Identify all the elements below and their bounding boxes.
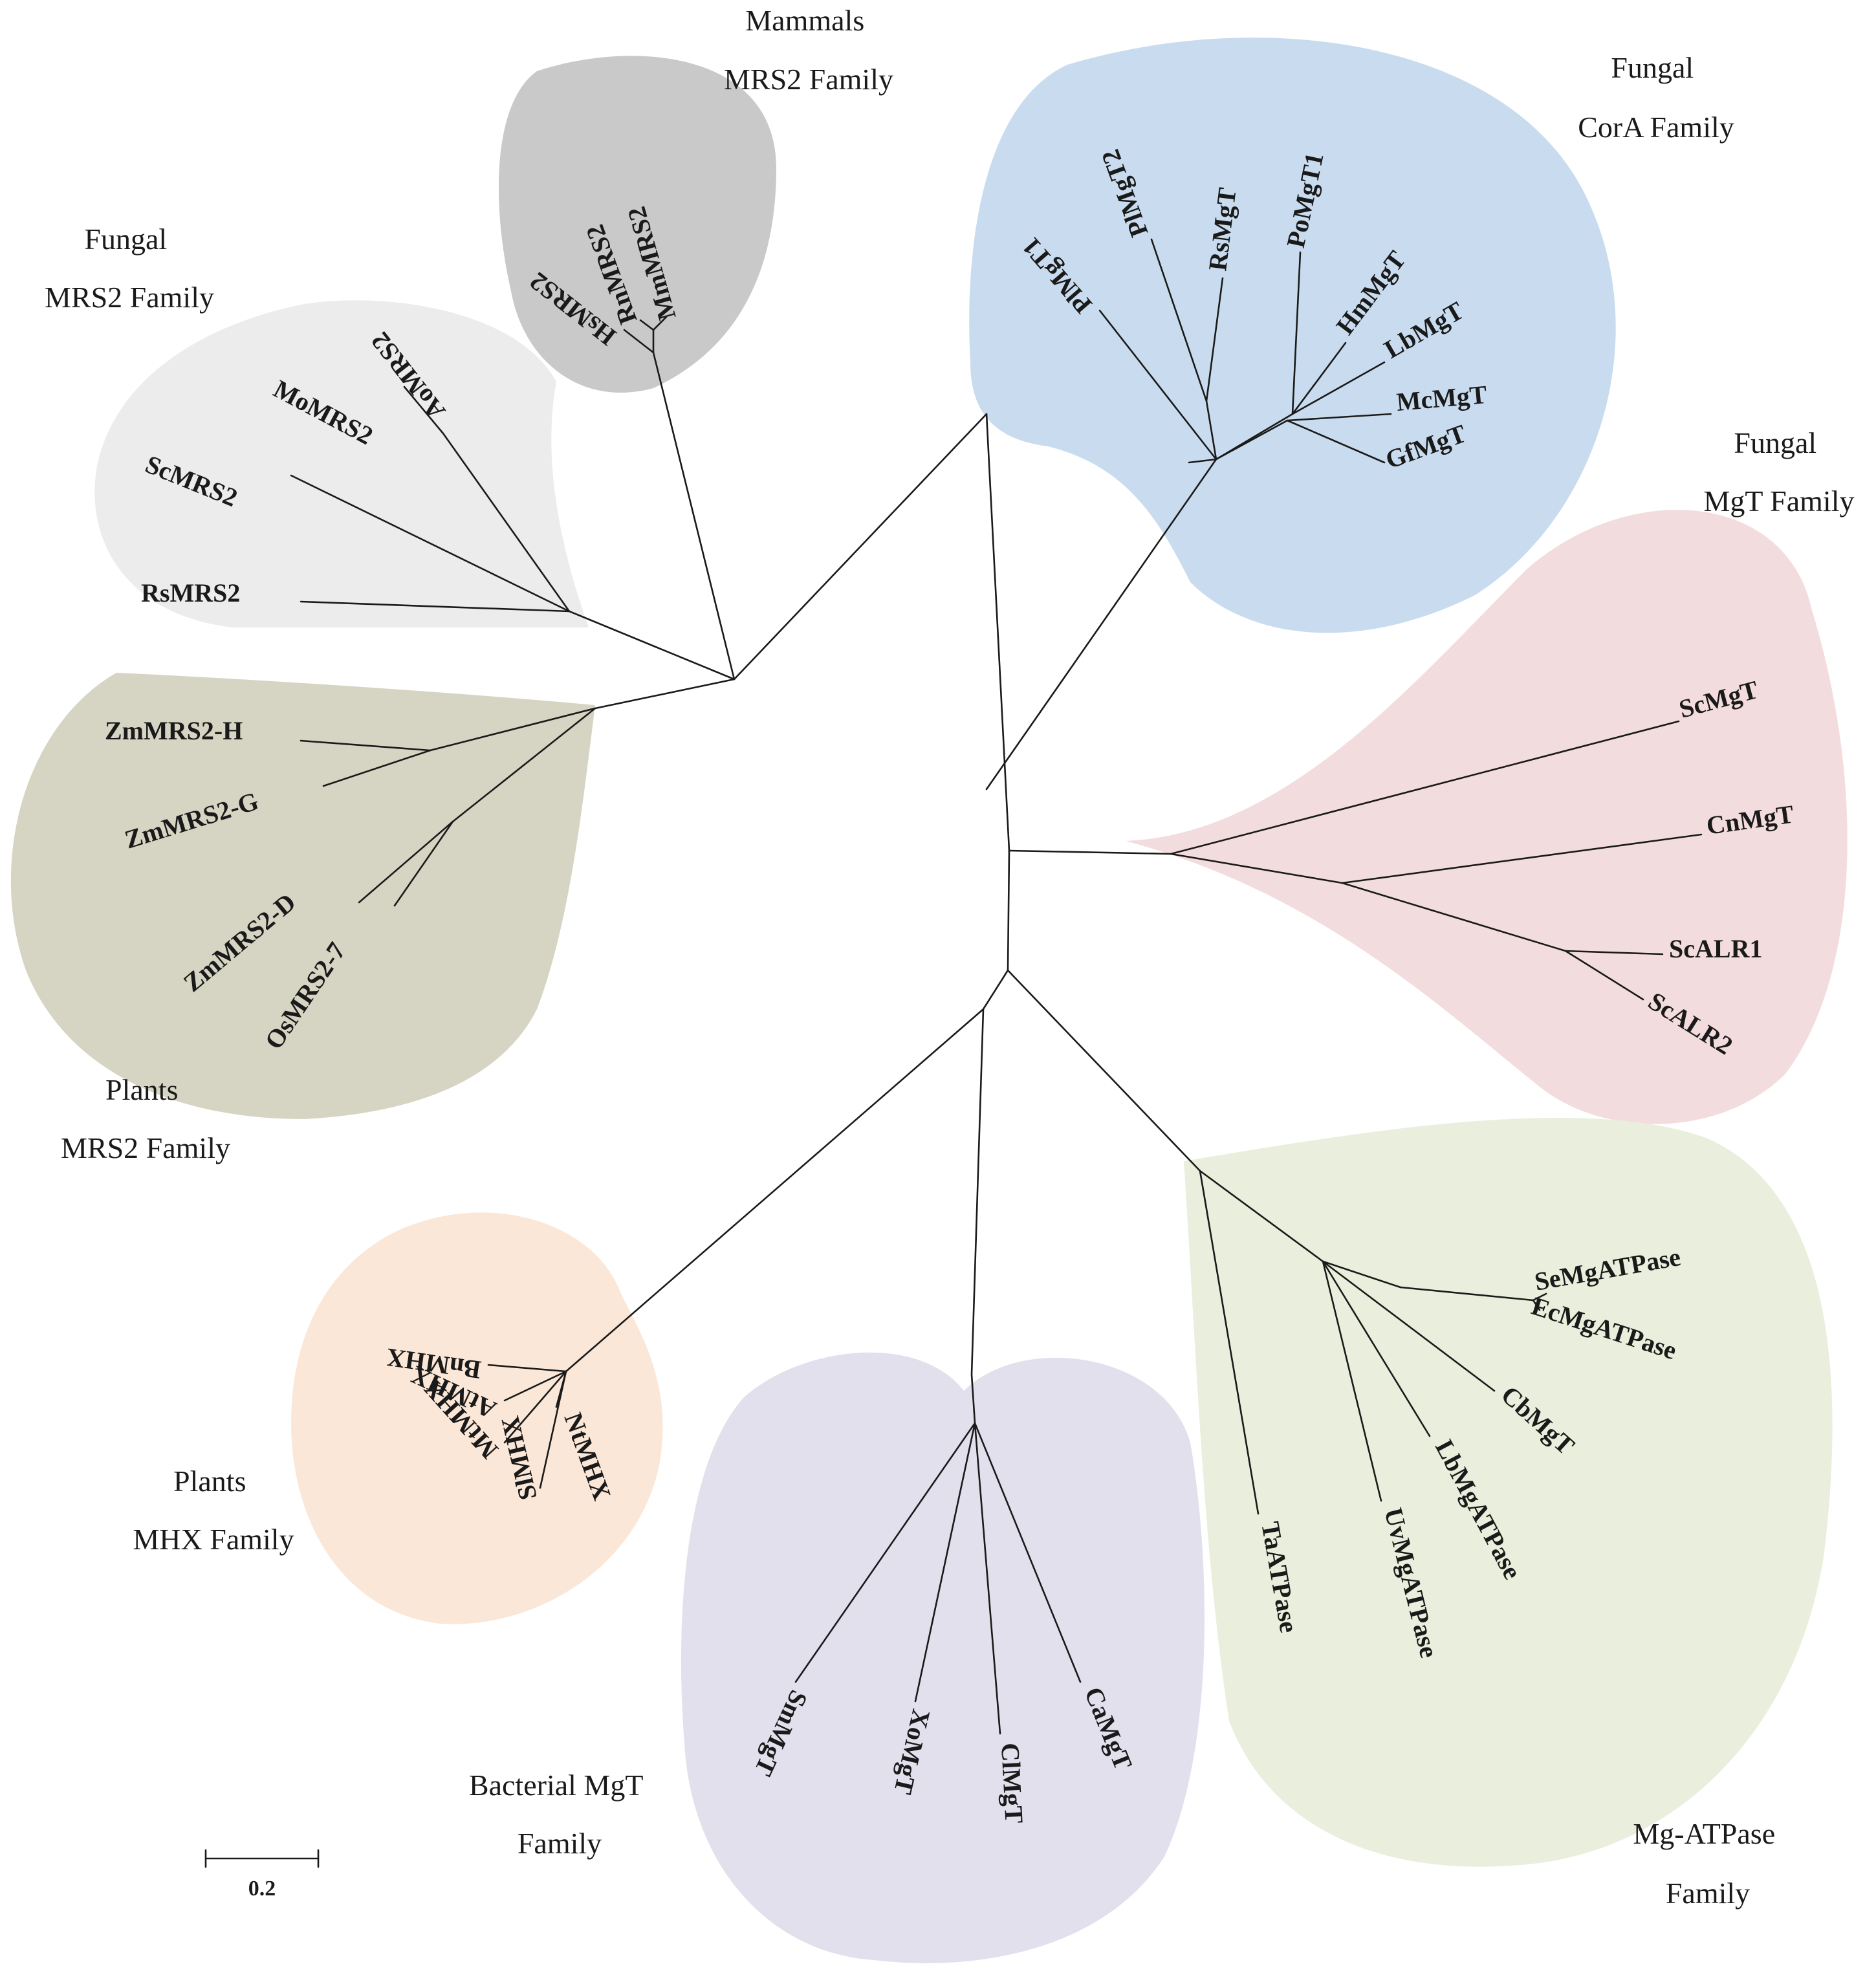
branch <box>970 1373 976 1424</box>
branch <box>1098 309 1217 461</box>
branch <box>982 969 1009 1010</box>
branch <box>539 1370 567 1489</box>
branch <box>970 1008 985 1376</box>
branch <box>1291 361 1386 415</box>
branch <box>322 749 431 787</box>
branch <box>1170 853 1344 884</box>
clade-background-fungal-cora <box>969 38 1616 633</box>
branch <box>1291 251 1302 415</box>
group-label-bacterial-mgt: Bacterial MgT Family <box>469 1769 650 1860</box>
branch <box>1322 1260 1496 1392</box>
branch <box>914 1422 976 1703</box>
clade-background-fungal-mgt <box>1126 510 1848 1124</box>
branch <box>623 329 655 354</box>
branch <box>429 707 596 752</box>
branch <box>1322 1260 1431 1437</box>
branch <box>1341 882 1567 952</box>
branch <box>1170 720 1680 855</box>
branch <box>565 1008 985 1373</box>
clade-background-plants-mhx <box>291 1212 663 1624</box>
branch <box>452 707 596 823</box>
clade-group-labels: Mammals MRS2 Family Fungal CorA Family F… <box>45 4 1855 1910</box>
group-label-fungal-cora: Fungal CorA Family <box>1578 51 1734 144</box>
branch <box>503 1370 567 1402</box>
branch <box>1205 277 1224 402</box>
branch <box>1199 1170 1324 1263</box>
branch <box>358 820 454 904</box>
clade-background-fungal-mrs2 <box>94 300 589 627</box>
group-label-fungal-mgt: Fungal MgT Family <box>1703 426 1854 518</box>
branch <box>1564 950 1664 955</box>
branch <box>1532 1292 1547 1302</box>
branch <box>652 316 668 331</box>
tree-branches <box>290 238 1703 1735</box>
branch <box>1215 419 1289 461</box>
branch <box>594 678 736 710</box>
branch <box>974 1422 1001 1735</box>
branch <box>794 1422 976 1683</box>
clade-background-mammals-mrs2 <box>498 56 776 393</box>
backbone-branch <box>733 413 988 681</box>
branch <box>1322 1260 1402 1289</box>
leaf-label-clmgt: ClMgT <box>996 1742 1029 1824</box>
leaf-label-rsmrs2: RsMRS2 <box>141 578 240 607</box>
branch <box>442 432 571 613</box>
scale-bar-label: 0.2 <box>248 1877 276 1901</box>
clade-background-plants-mrs2 <box>10 673 595 1119</box>
group-label-mammals-mrs2: Mammals MRS2 Family <box>724 4 893 96</box>
branch <box>1322 1260 1382 1502</box>
branch <box>1399 1286 1534 1302</box>
branch <box>503 1370 567 1444</box>
branch <box>1150 238 1208 402</box>
branch <box>1291 342 1347 415</box>
branch <box>1008 849 1172 855</box>
branch <box>639 319 655 331</box>
branch <box>985 458 1217 790</box>
branch <box>1199 1170 1260 1515</box>
branch <box>300 600 571 613</box>
backbone-branch <box>985 413 1010 852</box>
branch <box>974 1422 1082 1683</box>
clade-background-bacterial-mgt <box>681 1352 1205 1963</box>
branch <box>300 739 431 752</box>
backbone-branch <box>1007 849 1010 972</box>
branch <box>403 386 444 435</box>
branch <box>290 474 571 613</box>
group-label-mg-atpase: Mg-ATPase Family <box>1633 1817 1782 1910</box>
group-label-plants-mhx: Plants MHX Family <box>133 1465 294 1556</box>
branch <box>1007 969 1201 1172</box>
leaf-label-scalr1: ScALR1 <box>1669 934 1762 963</box>
scale-bar: 0.2 <box>204 1849 320 1901</box>
branch <box>1532 1299 1541 1311</box>
clade-backgrounds <box>10 38 1848 1963</box>
branch <box>555 1370 567 1408</box>
branch <box>1205 400 1217 461</box>
group-label-plants-mrs2: Plants MRS2 Family <box>61 1073 230 1164</box>
branch <box>1564 950 1644 1001</box>
branch <box>1286 419 1386 464</box>
branch <box>652 351 736 681</box>
branch <box>1188 458 1217 464</box>
clade-background-mg-atpase <box>1184 1117 1833 1867</box>
branch <box>568 610 736 681</box>
branch <box>487 1364 567 1373</box>
branch <box>393 820 454 907</box>
group-label-fungal-mrs2: Fungal MRS2 Family <box>45 223 214 314</box>
branch <box>1286 413 1392 422</box>
branch <box>1341 833 1703 884</box>
leaf-label-zmmrs2-h: ZmMRS2-H <box>105 716 243 745</box>
